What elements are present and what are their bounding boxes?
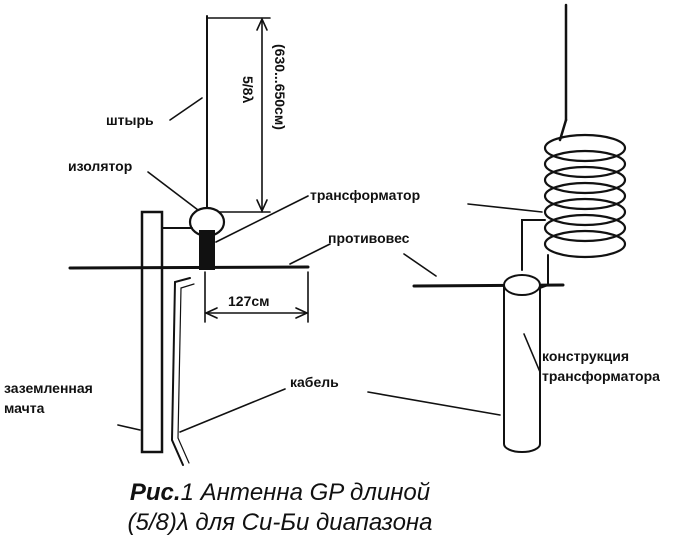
grounded-mast: [140, 210, 164, 454]
label-transformer: трансформатор: [310, 187, 421, 203]
label-cable: кабель: [290, 374, 339, 390]
cable-right-tube: [503, 286, 541, 453]
label-transformer-design-1: конструкция: [542, 348, 630, 364]
leader-transformer-design: [523, 333, 541, 373]
cable-right-top: [503, 274, 541, 296]
cable-left-outline: [177, 283, 195, 464]
label-length-range: (630...650см): [272, 44, 288, 130]
figure-caption: Рис.1 Антенна GP длиной (5/8)λ для Си-Би…: [0, 478, 560, 538]
leader-transformer-left: [215, 195, 309, 243]
label-counterpoise-length: 127см: [228, 293, 270, 309]
leader-cable-left: [179, 388, 286, 433]
label-insulator: изолятор: [68, 158, 133, 174]
caption-line-2: (5/8)λ для Си-Би диапазона: [127, 509, 433, 536]
counterpoise-dim-arrow-right: [295, 307, 309, 319]
leader-mast: [117, 424, 141, 431]
coil: [543, 133, 627, 259]
leader-counterpoise-left: [289, 243, 331, 265]
tap-lead: [521, 219, 546, 271]
label-counterpoise: противовес: [328, 230, 410, 246]
whip-dimension-arrow-top: [256, 17, 268, 31]
counterpoise-left: [68, 265, 310, 270]
leader-counterpoise-right: [403, 253, 437, 277]
leader-whip: [169, 97, 203, 121]
leader-cable-right: [367, 391, 501, 416]
label-grounded-mast-2: мачта: [4, 400, 45, 416]
caption-fig-number: Рис.: [129, 479, 181, 506]
label-whip: штырь: [106, 112, 154, 128]
leader-transformer-right: [467, 203, 543, 213]
label-grounded-mast-1: заземленная: [4, 380, 93, 396]
leader-insulator: [147, 171, 199, 211]
caption-fig-index: 1: [180, 479, 194, 506]
transformer-block: [199, 230, 215, 270]
caption-title-1: Антенна GP длиной: [200, 479, 431, 506]
counterpoise-dim-arrow-left: [204, 307, 218, 319]
label-length-fraction: 5/8λ: [240, 76, 256, 104]
coil-bottom-lead: [539, 254, 549, 289]
cable-left: [170, 277, 191, 466]
label-transformer-design-2: трансформатора: [542, 368, 660, 384]
whip-dimension-arrow-bottom: [256, 199, 268, 213]
caption-line-1: Рис.1 Антенна GP длиной: [0, 478, 560, 508]
